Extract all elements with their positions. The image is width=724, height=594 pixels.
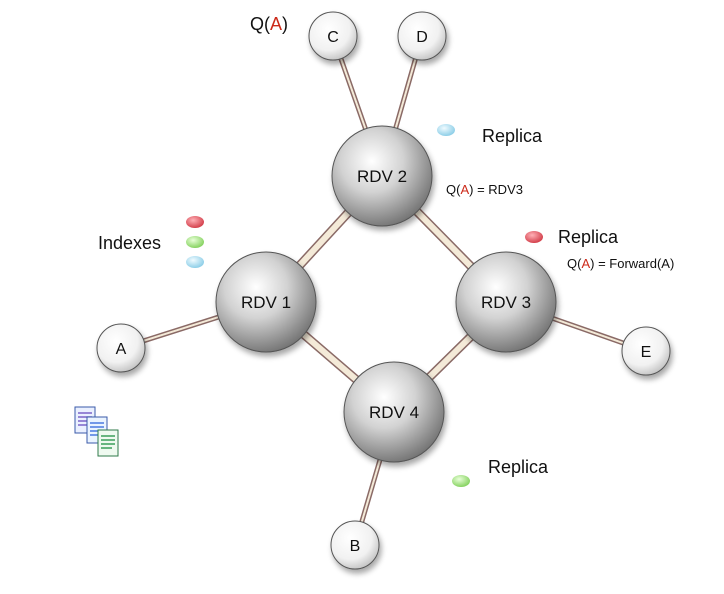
rdv-node-4-label: RDV 4 (369, 403, 419, 422)
query-suffix: ) (469, 182, 474, 197)
query-peer: A (581, 256, 591, 271)
query-prefix: Q( (250, 14, 270, 34)
link-C-rdv2 (337, 54, 370, 134)
rdv-node-2 (331, 125, 433, 227)
peer-node-a (96, 323, 146, 373)
rdv3-query-result: Q(A) = Forward(A) (567, 256, 674, 271)
index-dot-green (186, 236, 204, 248)
link-rdv1-rdv2 (293, 206, 355, 272)
peer-node-d-label: D (416, 29, 428, 46)
replica-dot-green-bottom (452, 475, 470, 487)
rdv-node-2-label: RDV 2 (357, 167, 407, 186)
query-peer: A (460, 182, 470, 197)
peer-node-c (308, 11, 358, 61)
link-B-rdv4 (358, 455, 384, 527)
indexes-label: Indexes (98, 233, 162, 253)
query-prefix: Q( (446, 182, 461, 197)
link-A-rdv1 (139, 313, 223, 345)
replica-dot-blue-top (437, 124, 455, 136)
replica-label-right: Replica (558, 227, 619, 247)
link-rdv4-rdv1 (297, 328, 363, 386)
peer-node-a-label: A (116, 341, 127, 358)
rdv-node-4 (343, 361, 445, 463)
peer-node-b-label: B (350, 538, 361, 555)
query-suffix: ) (282, 14, 289, 34)
link-rdv2-rdv3 (411, 205, 477, 273)
index-dot-red (186, 216, 204, 228)
rdv2-query-result: Q(A) = RDV3 (446, 182, 523, 197)
rdv2-query-value: = RDV3 (477, 182, 523, 197)
index-dot-blue (186, 256, 204, 268)
link-E-rdv3 (548, 314, 628, 347)
peer-node-c-label: C (327, 29, 339, 46)
replica-dot-red-right (525, 231, 543, 243)
query-label-top: Q(A) (250, 14, 288, 35)
rdv-node-3-label: RDV 3 (481, 293, 531, 312)
peer-node-e-label: E (641, 344, 652, 361)
peer-node-e (621, 326, 671, 376)
query-prefix: Q( (567, 256, 582, 271)
link-rdv3-rdv4 (423, 331, 477, 383)
rdv-node-1 (215, 251, 317, 353)
rdv-node-1-label: RDV 1 (241, 293, 291, 312)
rdv3-query-value: = Forward(A) (598, 256, 675, 271)
replica-label-bottom: Replica (488, 457, 549, 477)
peer-node-b (330, 520, 380, 570)
rdv-node-3 (455, 251, 557, 353)
peer-node-d (397, 11, 447, 61)
query-suffix: ) (590, 256, 595, 271)
link-D-rdv2 (392, 54, 419, 133)
query-peer: A (270, 14, 283, 34)
documents-icon (74, 406, 119, 457)
links-layer (139, 54, 628, 527)
replica-label-top: Replica (482, 126, 543, 146)
